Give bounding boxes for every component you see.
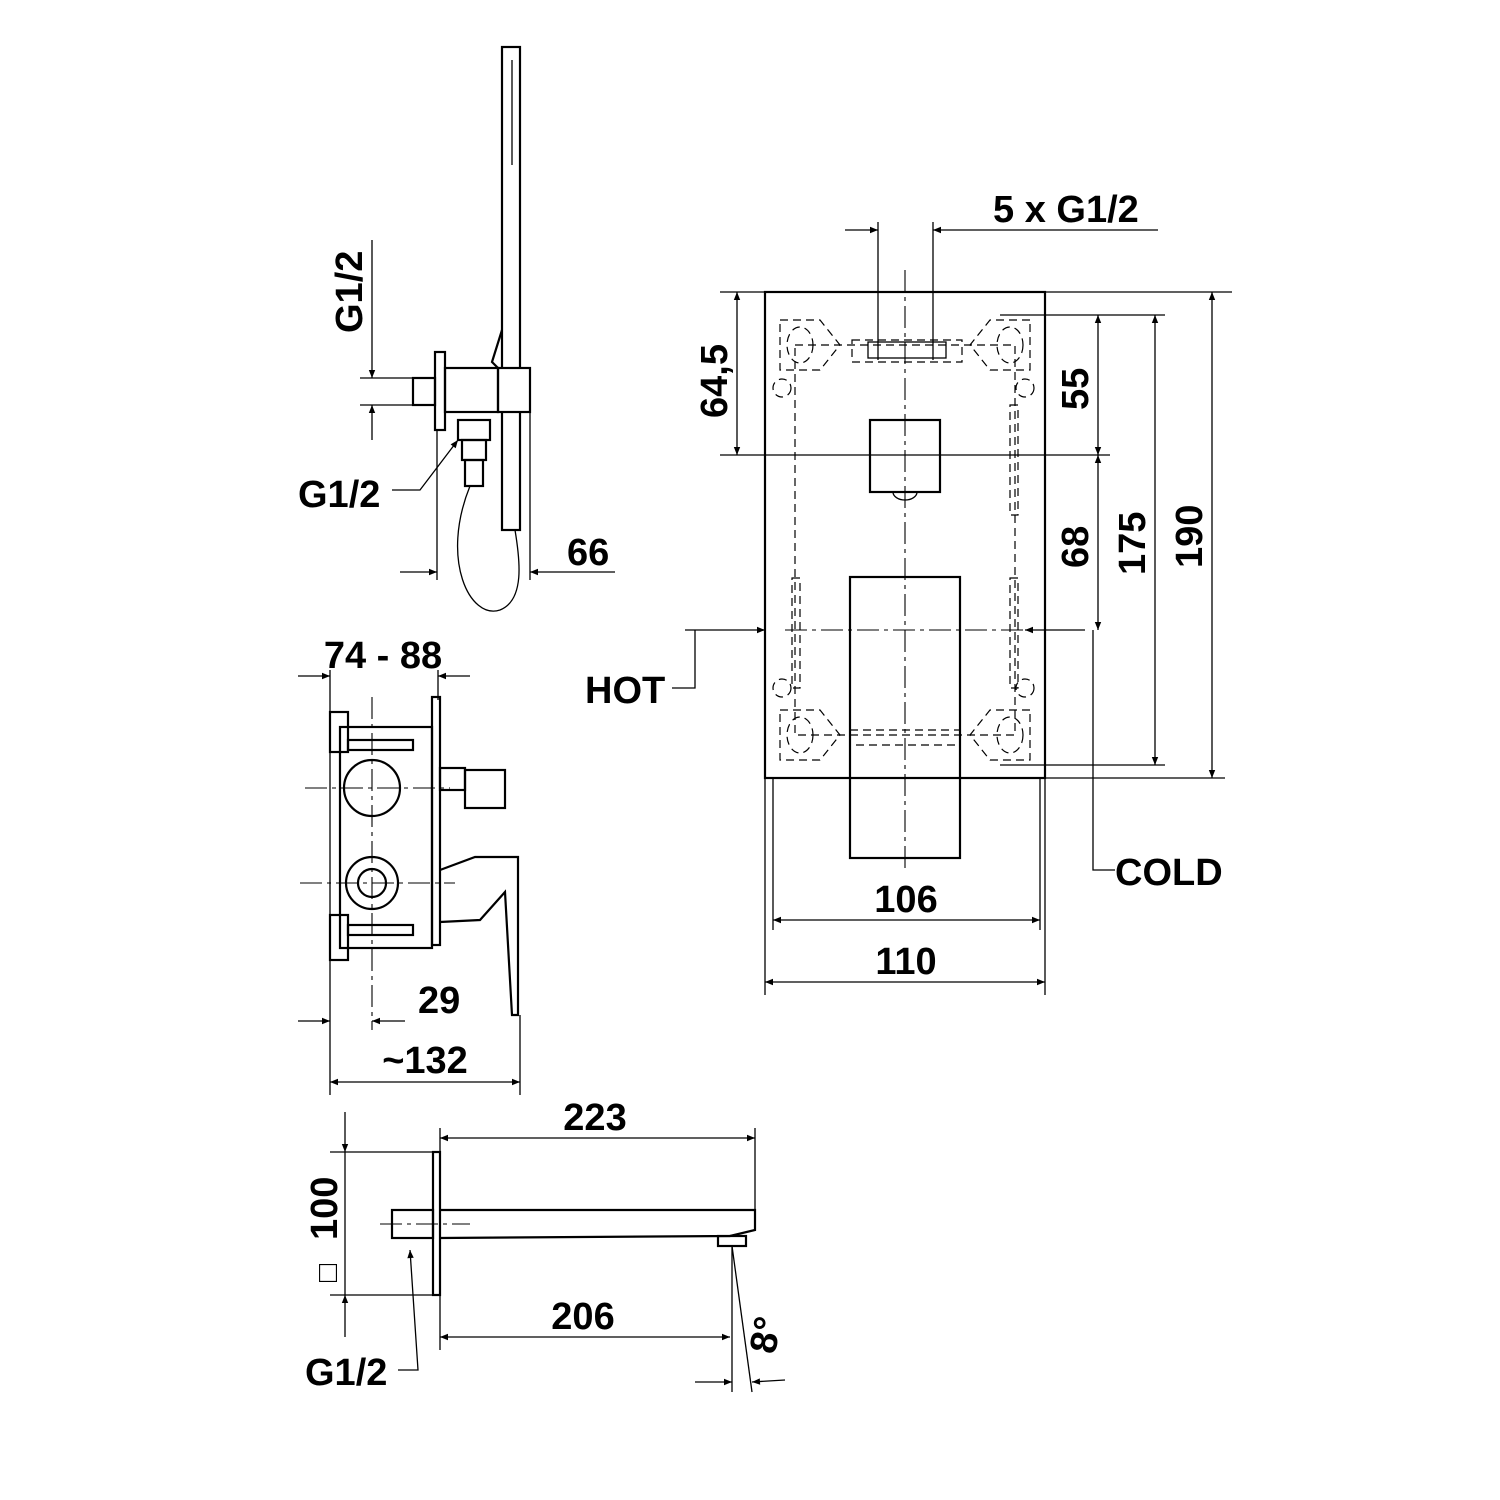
dim-74-88: 74 - 88 bbox=[324, 635, 442, 677]
dim-175: 175 bbox=[1112, 512, 1154, 575]
connections-label: 5 x G1/2 bbox=[993, 189, 1139, 231]
dim-223: 223 bbox=[563, 1097, 626, 1139]
dim-190: 190 bbox=[1169, 505, 1211, 568]
dim-55: 55 bbox=[1055, 368, 1097, 410]
front-view: 5 x G1/2 64,5 55 68 175 190 HOT COLD bbox=[585, 189, 1232, 995]
valve-body bbox=[338, 725, 434, 950]
spout-thread-label: G1/2 bbox=[305, 1352, 387, 1394]
valve-cover-plate bbox=[430, 695, 442, 947]
square-symbol: □ bbox=[311, 1263, 344, 1282]
hand-shower bbox=[500, 45, 522, 532]
mounting-holes bbox=[772, 319, 1035, 761]
spout-view: 223 100 □ 206 8° G1/2 bbox=[304, 1097, 790, 1394]
shower-view: G1/2 G1/2 66 bbox=[298, 45, 615, 612]
dim-64-5: 64,5 bbox=[694, 344, 736, 418]
dim-66: 66 bbox=[567, 532, 609, 574]
wall-flange bbox=[433, 350, 447, 432]
thread-side-label: G1/2 bbox=[298, 474, 380, 516]
shower-holder bbox=[496, 366, 532, 414]
dim-206: 206 bbox=[551, 1296, 614, 1338]
dim-29: 29 bbox=[418, 980, 460, 1022]
cold-label: COLD bbox=[1115, 852, 1223, 894]
dim-68: 68 bbox=[1055, 526, 1097, 568]
dim-100: 100 bbox=[304, 1177, 346, 1240]
dim-110: 110 bbox=[875, 941, 936, 983]
dim-132: ~132 bbox=[382, 1040, 468, 1082]
angle-label: 8° bbox=[743, 1313, 791, 1356]
dim-106: 106 bbox=[874, 879, 937, 921]
hot-label: HOT bbox=[585, 670, 665, 712]
thread-top-label: G1/2 bbox=[329, 251, 371, 333]
valve-side-view: 74 - 88 29 ~132 bbox=[298, 635, 521, 1095]
